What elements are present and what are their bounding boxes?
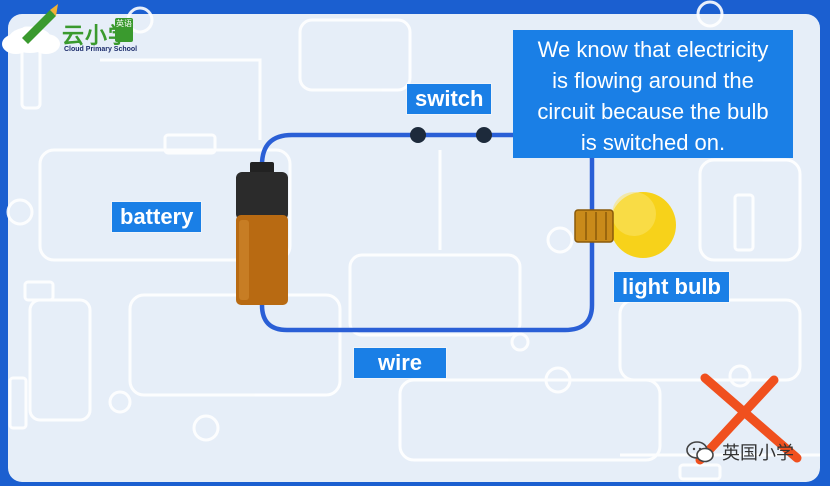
battery-label: battery xyxy=(112,202,202,232)
callout-line: is flowing around the xyxy=(552,68,754,93)
light-bulb-label: light bulb xyxy=(614,272,729,302)
callout-line: circuit because the bulb xyxy=(537,99,769,124)
logo-subtitle: Cloud Primary School xyxy=(64,46,138,53)
callout-line: We know that electricity xyxy=(537,37,769,62)
switch-label: switch xyxy=(407,84,492,114)
battery-icon xyxy=(236,162,288,305)
circuit-wire xyxy=(259,132,595,333)
switch-terminal-left xyxy=(410,127,426,143)
wire-label: wire xyxy=(354,348,446,378)
switch-terminal-right xyxy=(476,127,492,143)
school-logo: 云小学 英语 Cloud Primary School xyxy=(0,4,140,60)
light-bulb-icon xyxy=(574,192,676,258)
chat-bubble-icon xyxy=(686,441,714,463)
explanation-callout: We know that electricity is flowing arou… xyxy=(513,30,793,158)
logo-tag: 英语 xyxy=(115,18,133,42)
cross-mark-icon xyxy=(695,373,802,465)
blueprint-decoration xyxy=(6,0,820,481)
watermark-text: 英国小学 xyxy=(722,443,794,464)
cloud-logo-icon xyxy=(2,4,60,54)
channel-watermark: 英国小学 xyxy=(686,438,794,466)
callout-line: is switched on. xyxy=(580,130,726,155)
